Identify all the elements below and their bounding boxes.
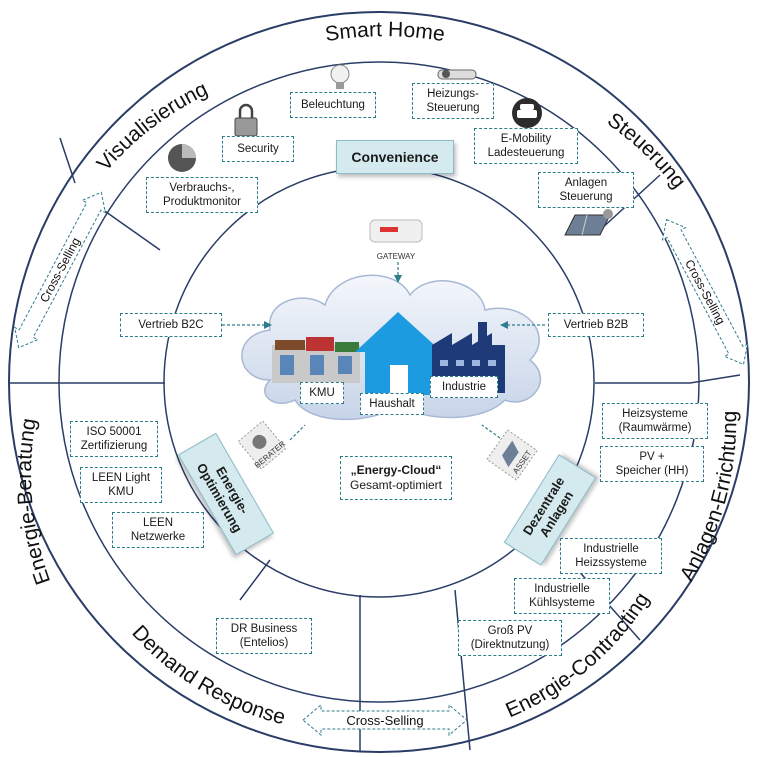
industrie-label: Industrie [430, 376, 498, 398]
thermostat-icon [437, 69, 477, 80]
asset-panel-icon: ASSET [486, 429, 538, 481]
cross-selling-bottom-label: Cross-Selling [346, 713, 423, 728]
segment-energie-beratung: Energie-Beratung [13, 417, 55, 588]
convenience-header: Convenience [336, 140, 454, 174]
cross-selling-arrow-left: Cross-Selling [14, 191, 106, 349]
security-box: Security [222, 136, 294, 162]
verbrauch-box: Verbrauchs-, Produktmonitor [146, 177, 258, 213]
leen-light-box: LEEN Light KMU [80, 467, 162, 503]
anlagen-steuerung-box: Anlagen Steuerung [538, 172, 634, 208]
iso-50001-box: ISO 50001 Zertifizierung [70, 421, 158, 457]
heizung-box: Heizungs- Steuerung [412, 83, 494, 119]
beleuchtung-box: Beleuchtung [290, 92, 376, 118]
channel-arrows [222, 262, 545, 441]
shop-building-icon [272, 337, 360, 383]
leen-netzwerke-box: LEEN Netzwerke [112, 512, 204, 548]
haushalt-label: Haushalt [360, 393, 424, 415]
car-icon [512, 98, 542, 128]
gross-pv-box: Groß PV (Direktnutzung) [458, 620, 562, 656]
segment-smart-home: Smart Home [324, 18, 447, 46]
gateway-device-icon: GATEWAY [369, 219, 423, 261]
pv-speicher-box: PV + Speicher (HH) [600, 446, 704, 482]
dr-business-box: DR Business (Entelios) [216, 618, 312, 654]
channel-arrowheads [264, 275, 508, 329]
cross-selling-arrow-right: Cross-Selling [661, 218, 749, 366]
industrielle-kuehlsysteme-box: Industrielle Kühlsysteme [514, 578, 610, 614]
industrielle-heizsysteme-box: Industrielle Heizssysteme [560, 538, 662, 574]
light-bulb-icon [330, 64, 350, 89]
berater-device-icon: BERATER [237, 420, 287, 470]
energy-cloud-label: „Energy-Cloud“ Gesamt-optimiert [340, 456, 452, 500]
lock-icon [234, 103, 258, 137]
cross-selling-arrow-bottom: Cross-Selling [302, 703, 468, 737]
kmu-label: KMU [300, 382, 344, 404]
heizsysteme-box: Heizsysteme (Raumwärme) [602, 403, 708, 439]
house-icon [355, 312, 442, 395]
cross-selling-right-label: Cross-Selling [682, 257, 728, 327]
e-mobility-box: E-Mobility Ladesteuerung [474, 128, 578, 164]
solar-panel-icon [564, 209, 613, 236]
pie-chart-icon [168, 144, 196, 172]
vertrieb-b2b-box: Vertrieb B2B [548, 313, 644, 337]
vertrieb-b2c-box: Vertrieb B2C [120, 313, 222, 337]
cross-selling-left-label: Cross-Selling [37, 235, 83, 305]
gateway-label: GATEWAY [377, 252, 416, 261]
